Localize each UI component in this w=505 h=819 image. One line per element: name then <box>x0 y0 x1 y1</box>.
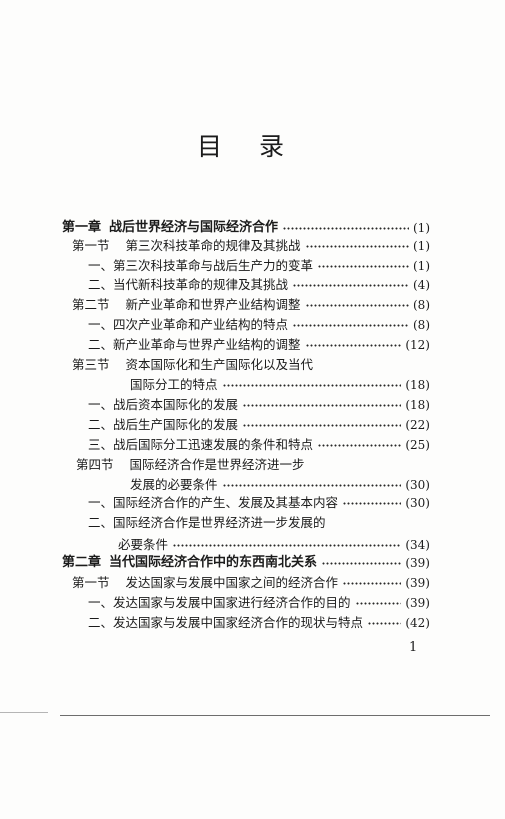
toc-entry-title: 一、国际经济合作的产生、发展及其基本内容 <box>88 495 339 510</box>
toc-entry-page: (39) <box>405 556 430 570</box>
leader-dots <box>318 264 409 268</box>
toc-entry-page: (42) <box>405 616 430 630</box>
toc-entry-page: (4) <box>413 278 430 292</box>
scan-edge-line <box>60 715 490 716</box>
toc-entry-label: 第一章 <box>62 220 102 235</box>
toc-entry-title: 一、第三次科技革命与战后生产力的变革 <box>88 258 314 273</box>
leader-dots <box>368 621 402 625</box>
toc-section-entry-continuation: 国际分工的特点 (18) <box>130 376 430 394</box>
toc-entry-title: 资本国际化和生产国际化以及当代 <box>125 357 314 372</box>
leader-dots <box>343 501 402 505</box>
toc-entry-page: (39) <box>405 596 430 610</box>
toc-entry-page: (30) <box>405 478 430 492</box>
leader-dots <box>293 283 409 287</box>
toc-entry-label: 第二节 <box>72 297 110 312</box>
toc-subsection-entry: 一、国际经济合作的产生、发展及其基本内容 (30) <box>88 494 430 512</box>
leader-dots <box>305 244 409 248</box>
toc-entry-label: 第三节 <box>72 357 110 372</box>
leader-dots <box>243 423 402 427</box>
toc-entry-title: 发达国家与发展中国家之间的经济合作 <box>125 575 339 590</box>
toc-entry-title: 当代国际经济合作中的东西南北关系 <box>109 555 318 570</box>
toc-entry-title: 二、发达国家与发展中国家经济合作的现状与特点 <box>88 615 364 630</box>
toc-entry-label: 第二章 <box>62 555 102 570</box>
toc-chapter-entry: 第一章 战后世界经济与国际经济合作 (1) <box>62 219 430 237</box>
leader-dots <box>305 303 409 307</box>
leader-dots <box>322 561 402 565</box>
toc-subsection-entry: 一、四次产业革命和产业结构的特点 (8) <box>88 316 430 334</box>
toc-entry-page: (18) <box>405 378 430 392</box>
toc-subsection-entry: 一、战后资本国际化的发展 (18) <box>88 396 430 414</box>
leader-dots <box>318 443 402 447</box>
toc-entry-page: (25) <box>405 438 430 452</box>
page-title: 目录 <box>197 132 322 161</box>
toc-entry-title: 二、当代新科技革命的规律及其挑战 <box>88 277 289 292</box>
toc-subsection-entry: 二、新产业革命与世界产业结构的调整 (12) <box>88 336 430 354</box>
toc-entry-title: 三、战后国际分工迅速发展的条件和特点 <box>88 437 314 452</box>
toc-subsection-entry: 一、发达国家与发展中国家进行经济合作的目的 (39) <box>88 594 430 612</box>
toc-entry-title: 战后世界经济与国际经济合作 <box>109 220 279 235</box>
toc-entry-page: (12) <box>405 338 430 352</box>
toc-entry-title: 必要条件 <box>118 537 169 552</box>
toc-chapter-entry: 第二章 当代国际经济合作中的东西南北关系 (39) <box>62 554 430 572</box>
toc-subsection-entry: 二、战后生产国际化的发展 (22) <box>88 416 430 434</box>
leader-dots <box>283 226 409 230</box>
toc-entry-label: 第一节 <box>72 575 110 590</box>
toc-entry-page: (1) <box>413 259 430 273</box>
toc-entry-title: 二、战后生产国际化的发展 <box>88 417 239 432</box>
toc-section-entry: 第四节 国际经济合作是世界经济进一步 <box>76 456 430 474</box>
toc-section-entry-continuation: 发展的必要条件 (30) <box>130 476 430 494</box>
toc-section-entry: 第一节 发达国家与发展中国家之间的经济合作 (39) <box>72 574 430 592</box>
toc-entry-title: 二、国际经济合作是世界经济进一步发展的 <box>88 515 326 530</box>
toc-entry-title: 一、发达国家与发展中国家进行经济合作的目的 <box>88 595 351 610</box>
toc-entry-page: (8) <box>413 298 430 312</box>
toc-entry-page: (22) <box>405 418 430 432</box>
toc-entry-title: 发展的必要条件 <box>130 477 218 492</box>
leader-dots <box>355 601 402 605</box>
leader-dots <box>243 403 402 407</box>
toc-section-entry: 第三节 资本国际化和生产国际化以及当代 <box>72 356 430 374</box>
toc-subsection-entry: 一、第三次科技革命与战后生产力的变革 (1) <box>88 257 430 275</box>
toc-entry-title: 一、战后资本国际化的发展 <box>88 397 239 412</box>
toc-entry-title: 国际分工的特点 <box>130 377 218 392</box>
toc-entry-title: 第三次科技革命的规律及其挑战 <box>125 238 301 253</box>
leader-dots <box>343 581 402 585</box>
toc-subsection-entry-continuation: 必要条件 (34) <box>118 536 430 554</box>
leader-dots <box>173 543 402 547</box>
toc-section-entry: 第二节 新产业革命和世界产业结构调整 (8) <box>72 296 430 314</box>
toc-entry-label: 第一节 <box>72 238 110 253</box>
toc-entry-page: (1) <box>413 221 430 235</box>
toc-entry-page: (34) <box>405 538 430 552</box>
toc-subsection-entry: 三、战后国际分工迅速发展的条件和特点 (25) <box>88 436 430 454</box>
toc-subsection-entry: 二、国际经济合作是世界经济进一步发展的 <box>88 514 430 532</box>
toc-subsection-entry: 二、发达国家与发展中国家经济合作的现状与特点 (42) <box>88 614 430 632</box>
toc-entry-page: (18) <box>405 398 430 412</box>
leader-dots <box>222 483 402 487</box>
toc-entry-title: 国际经济合作是世界经济进一步 <box>129 457 305 472</box>
leader-dots <box>222 383 402 387</box>
page-number: 1 <box>409 640 418 655</box>
toc-entry-title: 一、四次产业革命和产业结构的特点 <box>88 317 289 332</box>
toc-entry-title: 二、新产业革命与世界产业结构的调整 <box>88 337 301 352</box>
toc-entry-label: 第四节 <box>76 457 114 472</box>
toc-entry-page: (1) <box>413 239 430 253</box>
toc-section-entry: 第一节 第三次科技革命的规律及其挑战 (1) <box>72 237 430 255</box>
leader-dots <box>305 343 402 347</box>
scan-edge-line <box>0 712 48 713</box>
toc-entry-page: (39) <box>405 576 430 590</box>
toc-entry-title: 新产业革命和世界产业结构调整 <box>125 297 301 312</box>
leader-dots <box>293 323 409 327</box>
toc-subsection-entry: 二、当代新科技革命的规律及其挑战 (4) <box>88 276 430 294</box>
toc-entry-page: (30) <box>405 496 430 510</box>
toc-entry-page: (8) <box>413 318 430 332</box>
